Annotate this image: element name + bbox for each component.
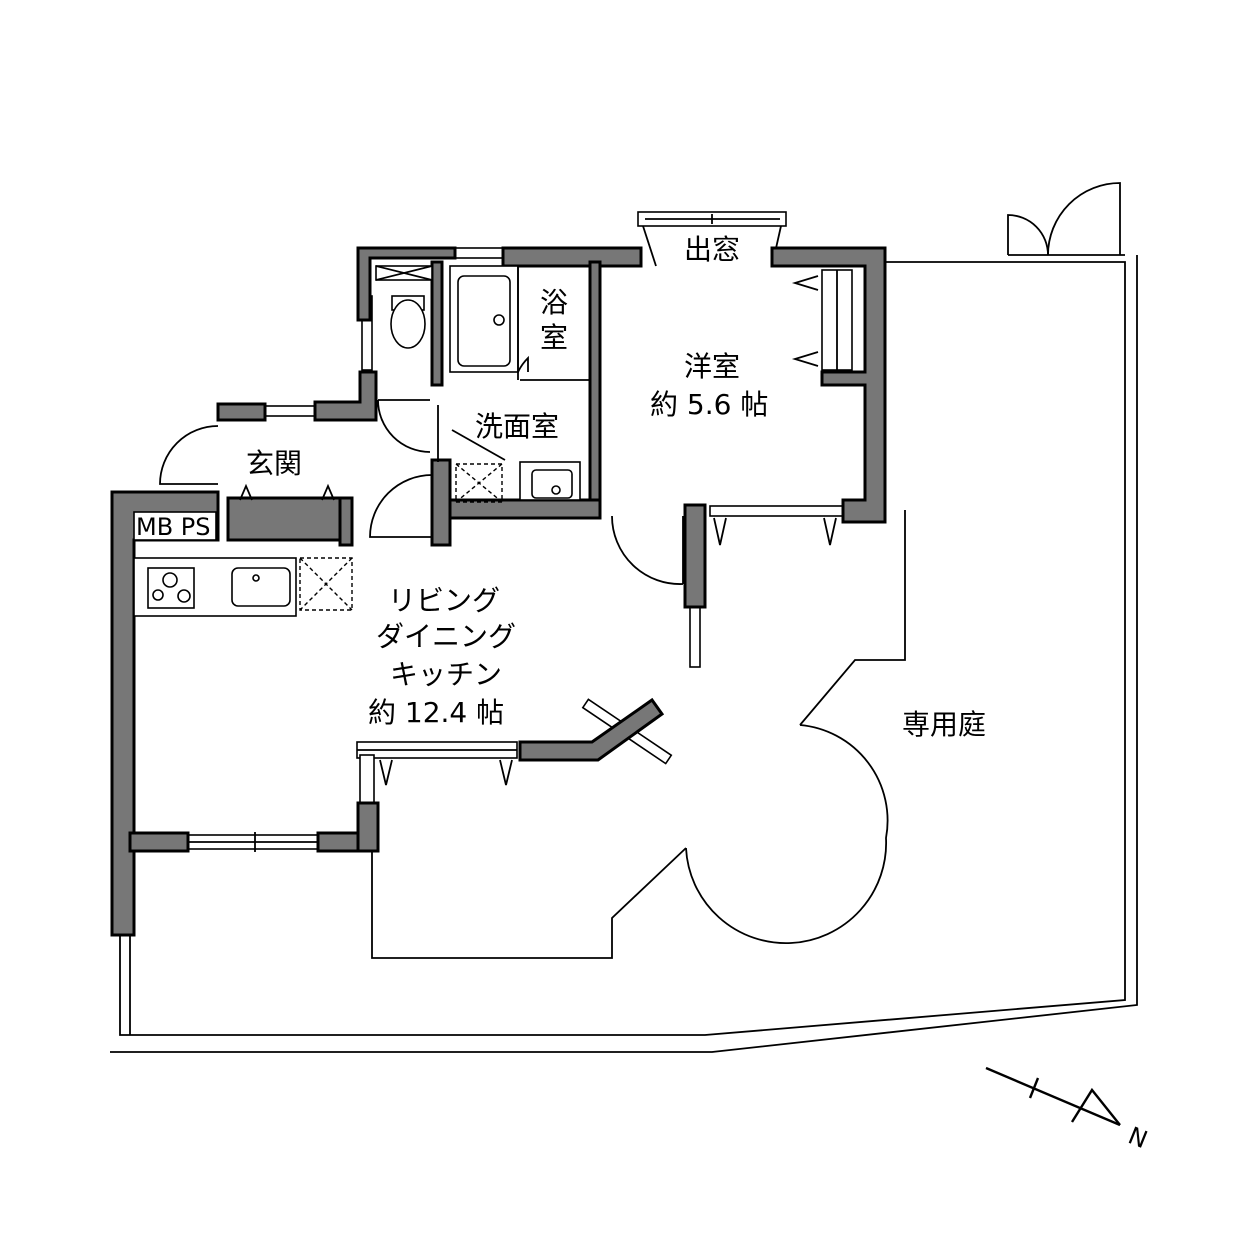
north-label: N xyxy=(1124,1121,1151,1154)
western-room-size: 約 5.6 帖 xyxy=(650,388,768,421)
bay-window-label: 出窓 xyxy=(684,233,740,266)
doors[interactable] xyxy=(159,355,684,585)
mbps-box xyxy=(133,511,217,541)
ldk-line1: リビング xyxy=(388,584,500,617)
bath-label-2: 室 xyxy=(540,321,568,354)
garden-paving-outline xyxy=(371,510,906,959)
washroom-label: 洗面室 xyxy=(475,410,559,443)
western-room-name: 洋室 xyxy=(684,350,740,383)
sliding-door-markers xyxy=(239,275,837,786)
compass: N xyxy=(985,1066,1151,1154)
bath-label-1: 浴 xyxy=(540,286,568,319)
garden-label: 専用庭 xyxy=(902,708,986,741)
ldk-line2: ダイニング xyxy=(376,620,516,653)
sliding-doors xyxy=(356,269,853,831)
windows xyxy=(187,247,701,852)
garden-gate[interactable] xyxy=(1007,182,1125,256)
ldk-line3: キッチン xyxy=(390,658,502,691)
fixtures xyxy=(133,265,590,617)
north-arrow-icon: N xyxy=(1124,1121,1151,1154)
bay-window xyxy=(637,211,787,267)
entrance-label: 玄関 xyxy=(246,447,302,480)
mbps-label: MB PS xyxy=(136,513,211,541)
walls xyxy=(110,246,887,937)
site-boundary xyxy=(110,255,1138,1053)
ldk-size: 約 12.4 帖 xyxy=(368,696,504,729)
